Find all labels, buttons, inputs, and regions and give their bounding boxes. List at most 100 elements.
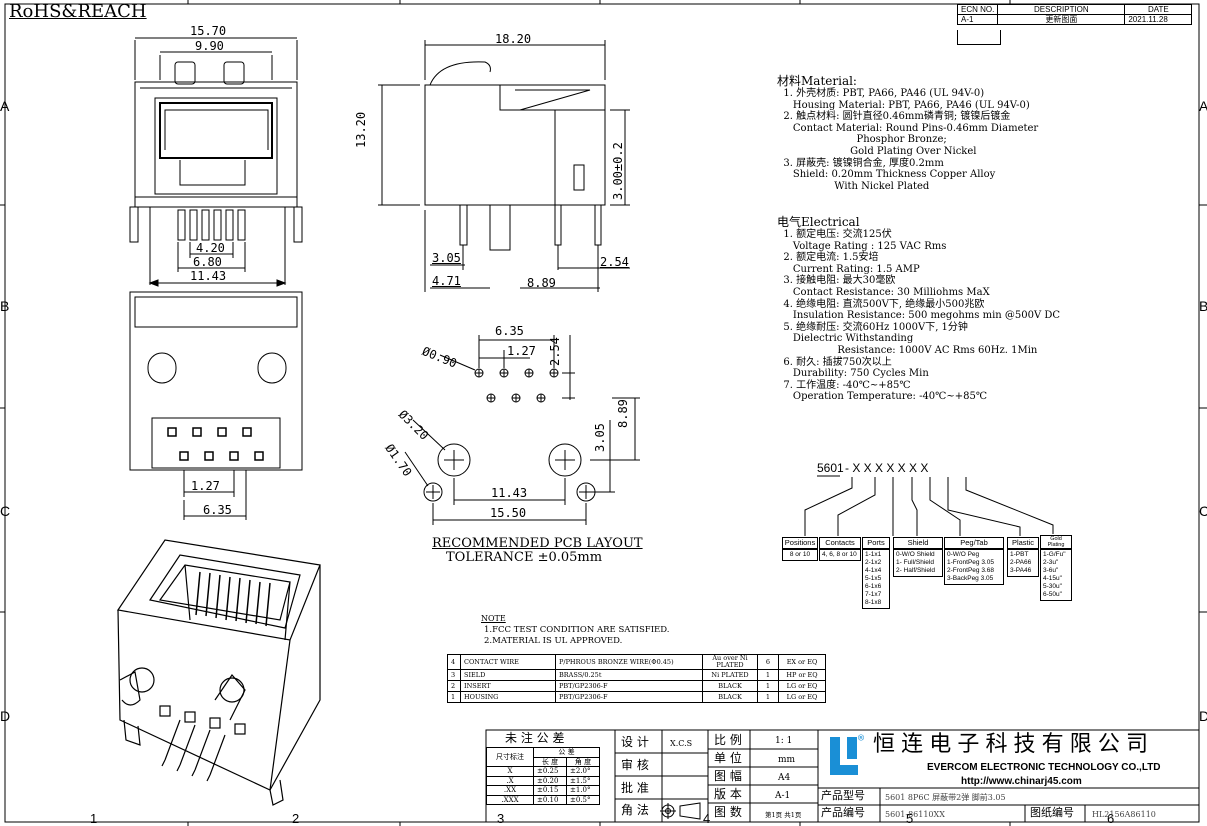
note-line-1: 1.FCC TEST CONDITION ARE SATISFIED. (484, 625, 670, 635)
title-block-lines (485, 729, 1200, 823)
rohs-label: RoHS&REACH (9, 1, 147, 22)
electrical-line: Current Rating: 1.5 AMP (777, 263, 920, 275)
tolerance-table: 尺寸标注公 差 长 度角 度 X±0.25±2.0° .X±0.20±1.5° … (486, 747, 600, 805)
tol-row: X±0.25±2.0° (486, 766, 600, 777)
electrical-spec: 电气Electrical 1. 额定电压: 交流125伏 Voltage Rat… (777, 215, 1060, 403)
material-line: With Nickel Plated (777, 180, 930, 192)
size-value: A4 (778, 773, 791, 783)
note-line-2: 2.MATERIAL IS UL APPROVED. (484, 636, 623, 646)
version-value: A-1 (775, 791, 791, 801)
material-line: Phosphor Bronze; (777, 134, 947, 146)
option-positions-body: 8 or 10 (782, 549, 818, 561)
rev-table-extension (957, 30, 1001, 45)
electrical-line: 3. 接触电阻: 最大30毫欧 (777, 275, 896, 287)
electrical-line: 4. 绝缘电阻: 直流500V下, 绝缘最小500兆欧 (777, 298, 985, 310)
revision-table: ECN NO. DESCRIPTION DATE A-1 更新图面 2021.1… (956, 4, 1193, 25)
electrical-line: Contact Resistance: 30 Milliohms MaX (777, 286, 990, 298)
material-line: 2. 触点材料: 圆针直径0.46mm磷青铜; 镀镍后镀金 (777, 111, 1011, 123)
sheets-value: 第1页 共1页 (765, 811, 802, 819)
isometric-view (116, 539, 321, 806)
option-plastic-head: Plastic (1007, 537, 1039, 549)
grid-col-3: 3 (497, 811, 505, 826)
dim-bottom-1-27: 1.27 (191, 479, 220, 493)
unit-value: mm (778, 755, 796, 765)
drawing-number-value: HL2156A86110 (1092, 810, 1156, 819)
note-heading: NOTE (481, 614, 506, 623)
pcb-tolerance: TOLERANCE ±0.05mm (446, 550, 603, 565)
dim-pcb-15-50: 15.50 (490, 506, 527, 520)
option-ports-head: Ports (862, 537, 890, 549)
rev-date: 2021.11.28 (1124, 14, 1193, 25)
part-code-leaders (804, 475, 1054, 536)
scale-value: 1: 1 (775, 736, 793, 746)
electrical-line: 1. 额定电压: 交流125伏 (777, 229, 892, 240)
material-line: Contact Material: Round Pins-0.46mm Diam… (777, 122, 1039, 134)
grid-col-1: 1 (90, 811, 98, 826)
dim-front-pin2: 6.80 (193, 255, 222, 269)
company-url: http://www.chinarj45.com (961, 776, 1082, 787)
company-name-en: EVERCOM ELECTRONIC TECHNOLOGY CO.,LTD (927, 762, 1161, 773)
option-gold-body: 1-G/Fu" 2-3u" 3-6u" 4-15u" 5-30u" 6-50u" (1040, 549, 1072, 601)
dim-front-pin1: 4.20 (196, 241, 225, 255)
dim-side-3-05: 3.05 (432, 251, 461, 265)
grid-row-d-right: D (1199, 708, 1207, 724)
electrical-heading: 电气Electrical (777, 215, 860, 229)
part-code-prefix: 5601 (817, 461, 844, 475)
dim-pcb-6-35: 6.35 (495, 324, 524, 338)
grid-row-b-right: B (1199, 298, 1207, 314)
dim-pcb-11-43: 11.43 (491, 486, 528, 500)
grid-row-b: B (0, 298, 10, 314)
rev-header-ecn: ECN NO. (956, 4, 999, 15)
dim-side-height: 13.20 (354, 111, 368, 148)
dim-bottom-6-35: 6.35 (203, 503, 232, 517)
electrical-line: Resistance: 1000V AC Rms 60Hz. 1Min (777, 344, 1038, 356)
tol-row: .XXX±0.10±0.5° (486, 794, 600, 805)
version-label: 版 本 (714, 787, 742, 801)
option-pegtab-head: Peg/Tab (944, 537, 1004, 549)
grid-col-2: 2 (292, 811, 300, 826)
electrical-line: 5. 绝缘耐压: 交流60Hz 1000V下, 1分钟 (777, 321, 968, 333)
pcb-layout-title: RECOMMENDED PCB LAYOUT (432, 536, 643, 551)
electrical-line: 7. 工作温度: -40℃~+85℃ (777, 379, 911, 391)
pcb-holes-small (474, 368, 559, 403)
model-value: 5601 8P6C 屏蔽带2弹 脚前3.05 (885, 793, 1006, 802)
tol-dim-label: 尺寸标注 (486, 747, 534, 767)
grid-col-4: 4 (703, 811, 711, 826)
bottom-view (129, 291, 303, 520)
grid-row-a-right: A (1199, 98, 1207, 114)
pcb-layout (404, 335, 640, 525)
drawing-number-label: 图纸编号 (1030, 806, 1074, 819)
dim-side-length: 18.20 (495, 32, 532, 46)
angle-label: 角 法 (621, 803, 649, 817)
unit-label: 单 位 (714, 751, 742, 765)
option-contacts-head: Contacts (819, 537, 861, 549)
tol-length-label: 长 度 (533, 756, 567, 767)
material-line: Housing Material: PBT, PA66, PA46 (UL 94… (777, 99, 1030, 111)
option-pegtab-body: 0-W/O Peg 1-FrontPeg 3.05 2-FrontPeg 3.6… (944, 549, 1004, 585)
material-line: Shield: 0.20mm Thickness Copper Alloy (777, 169, 996, 181)
tol-header: 公 差 (533, 747, 600, 758)
electrical-line: Voltage Rating : 125 VAC Rms (777, 240, 947, 252)
side-view (378, 40, 630, 292)
rev-header-desc: DESCRIPTION (997, 4, 1126, 15)
option-shield-body: 0-W/O Shield 1- Full/Shield 2- Half/Shie… (893, 549, 943, 577)
dim-pcb-8-89: 8.89 (616, 399, 630, 428)
approve-label: 批 准 (621, 781, 649, 795)
option-positions-head: Positions (782, 537, 818, 549)
grid-row-c: C (0, 503, 11, 519)
dim-side-2-54: 2.54 (600, 255, 629, 269)
rev-desc: 更新图面 (997, 14, 1126, 25)
tol-angle-label: 角 度 (566, 756, 600, 767)
grid-row-d: D (0, 708, 11, 724)
material-line: 1. 外壳材质: PBT, PA66, PA46 (UL 94V-0) (777, 88, 985, 99)
electrical-line: 2. 额定电流: 1.5安培 (777, 252, 879, 264)
part-number-label: 产品编号 (821, 806, 865, 819)
electrical-line: Dielectric Withstanding (777, 333, 914, 345)
option-gold-head: Gold Plating (1040, 535, 1072, 549)
dim-side-8-89: 8.89 (527, 276, 556, 290)
